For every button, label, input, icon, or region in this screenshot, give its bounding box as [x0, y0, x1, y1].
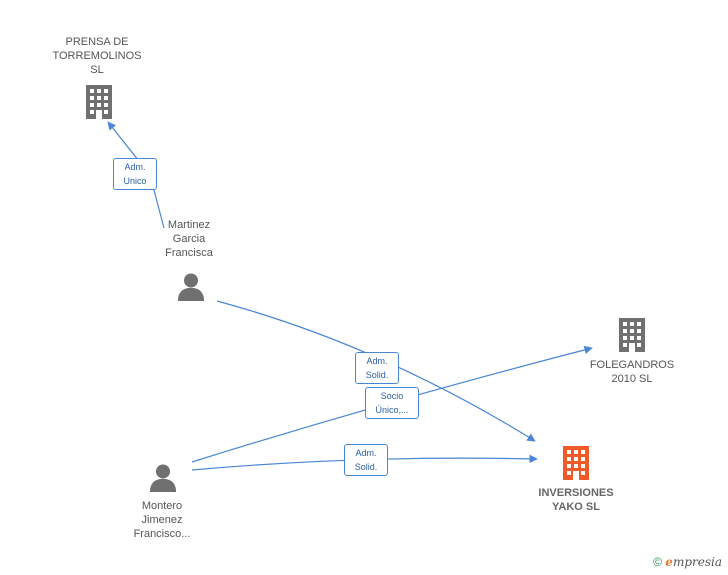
person-icon[interactable]: [177, 273, 205, 301]
node-montero-label[interactable]: Montero Jimenez Francisco...: [133, 500, 191, 540]
node-prensa-label[interactable]: PRENSA DE TORREMOLINOS SL: [52, 36, 142, 76]
empresia-watermark: © empresia: [653, 555, 722, 569]
node-martinez-label[interactable]: Martinez Garcia Francisca: [165, 219, 213, 259]
edge-label-adm-solid-2[interactable]: Adm. Solid.: [344, 444, 388, 476]
edge-label-adm-solid-1[interactable]: Adm. Solid.: [355, 352, 399, 384]
building-icon[interactable]: [619, 318, 645, 352]
building-icon[interactable]: [86, 85, 112, 119]
building-icon[interactable]: [563, 446, 589, 480]
person-icon[interactable]: [149, 464, 177, 492]
copyright-icon: ©: [653, 555, 662, 569]
edge-label-adm-unico[interactable]: Adm. Unico: [113, 158, 157, 190]
edge-label-socio-unico[interactable]: Socio Único,...: [365, 387, 419, 419]
node-folegandros-label[interactable]: FOLEGANDROS 2010 SL: [589, 359, 675, 385]
empresia-logo: empresia: [665, 555, 722, 569]
node-inversiones-label[interactable]: INVERSIONES YAKO SL: [538, 487, 614, 513]
